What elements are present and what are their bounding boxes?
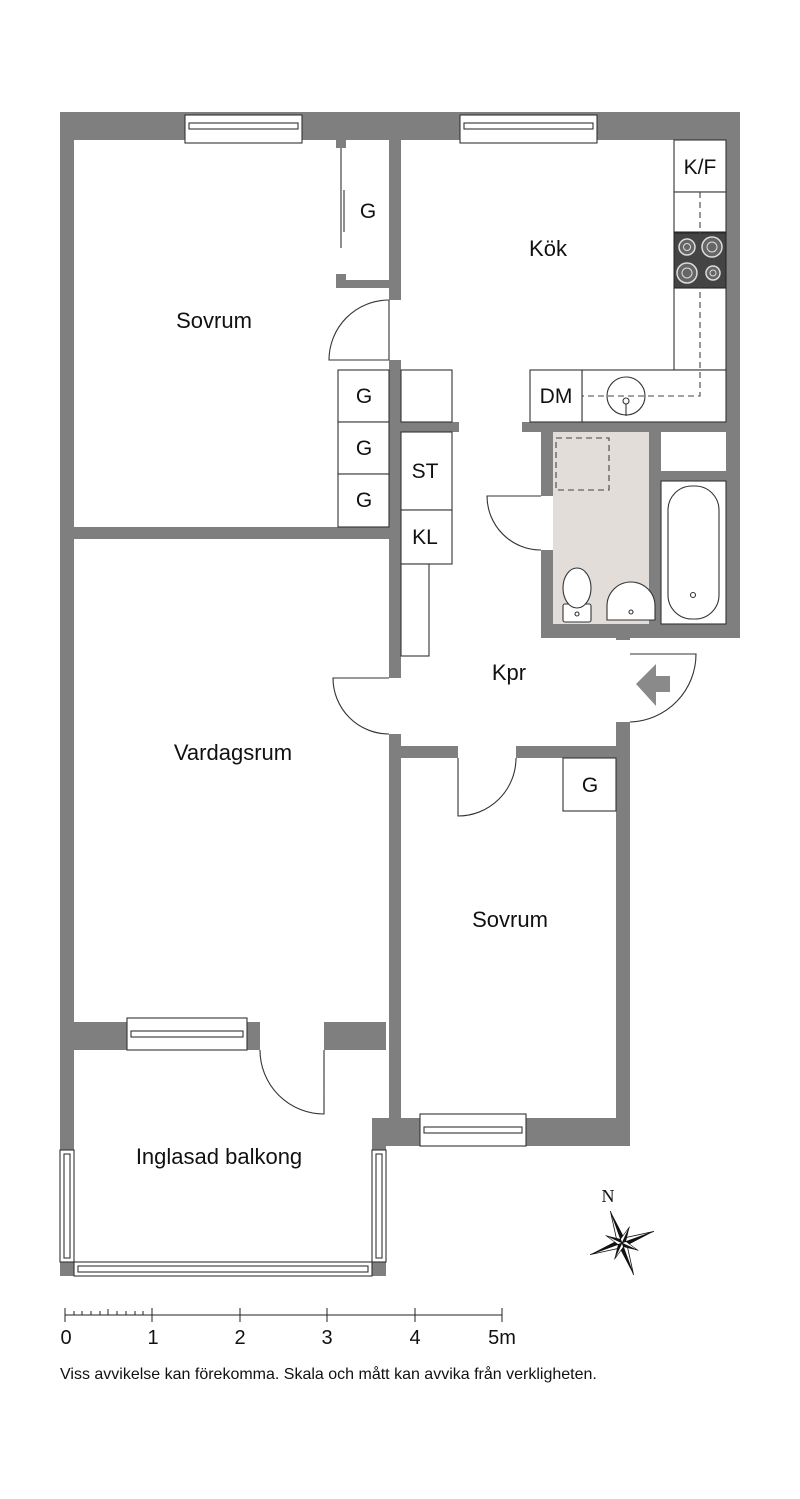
fixture-labels: G G G G G K/F DM ST KL xyxy=(356,156,717,797)
bathroom xyxy=(553,432,727,625)
window-sovrum-top xyxy=(184,114,303,144)
scale-label-5m: 5m xyxy=(488,1327,516,1349)
compass-north-label: N xyxy=(602,1186,615,1206)
scale-label-2: 2 xyxy=(234,1327,245,1349)
entrance-arrow-icon xyxy=(636,664,670,706)
scale-label-0: 0 xyxy=(60,1327,71,1349)
room-label-balkong: Inglasad balkong xyxy=(136,1144,302,1169)
door-bathroom xyxy=(486,495,542,551)
label-garderob-5: G xyxy=(582,774,598,797)
scale-bar: 0 1 2 3 4 5m xyxy=(60,1308,516,1349)
label-klader: KL xyxy=(412,526,438,549)
room-label-sovrum-2: Sovrum xyxy=(472,907,548,932)
scale-major-ticks xyxy=(64,1308,503,1322)
scale-label-4: 4 xyxy=(409,1327,420,1349)
window-vardagsrum xyxy=(126,1017,248,1051)
scale-minor-ticks xyxy=(73,1309,144,1315)
windows xyxy=(59,114,598,1277)
bathtub-icon xyxy=(660,480,727,625)
label-diskmaskin: DM xyxy=(540,385,573,408)
label-garderob-4: G xyxy=(356,489,372,512)
window-sovrum-bottom xyxy=(419,1113,527,1147)
room-label-kpr: Kpr xyxy=(492,660,526,685)
door-sovrum-1 xyxy=(328,299,390,361)
stove-icon xyxy=(673,232,727,289)
label-kyl-frys: K/F xyxy=(684,156,717,179)
room-label-vardagsrum: Vardagsrum xyxy=(174,740,292,765)
doors xyxy=(259,148,697,1115)
door-vardagsrum xyxy=(332,677,390,735)
wardrobe-sliding-door xyxy=(340,148,345,248)
label-garderob-2: G xyxy=(356,385,372,408)
room-label-sovrum-1: Sovrum xyxy=(176,308,252,333)
storage-units xyxy=(337,369,617,812)
room-labels: Sovrum Kök Vardagsrum Kpr Sovrum Inglasa… xyxy=(136,236,568,1169)
interior-walls xyxy=(74,140,726,1118)
kitchen-fixtures xyxy=(529,139,727,423)
disclaimer-text: Viss avvikelse kan förekomma. Skala och … xyxy=(60,1366,597,1383)
scale-label-3: 3 xyxy=(321,1327,332,1349)
label-garderob-3: G xyxy=(356,437,372,460)
door-entrance xyxy=(629,653,697,723)
window-balkong-left xyxy=(59,1149,75,1263)
window-balkong-right xyxy=(371,1149,387,1263)
compass-icon: N xyxy=(589,1186,655,1276)
label-stad: ST xyxy=(412,460,439,483)
scale-label-1: 1 xyxy=(147,1327,158,1349)
door-balkong xyxy=(259,1049,325,1115)
door-sovrum-2 xyxy=(457,757,517,817)
washbasin-icon xyxy=(606,581,656,621)
window-kok-top xyxy=(459,114,598,144)
toilet-icon xyxy=(562,567,592,623)
label-garderob-1: G xyxy=(360,200,376,223)
kitchen-sink-icon xyxy=(606,376,646,416)
window-balkong-bottom xyxy=(73,1261,373,1277)
room-label-kok: Kök xyxy=(529,236,568,261)
